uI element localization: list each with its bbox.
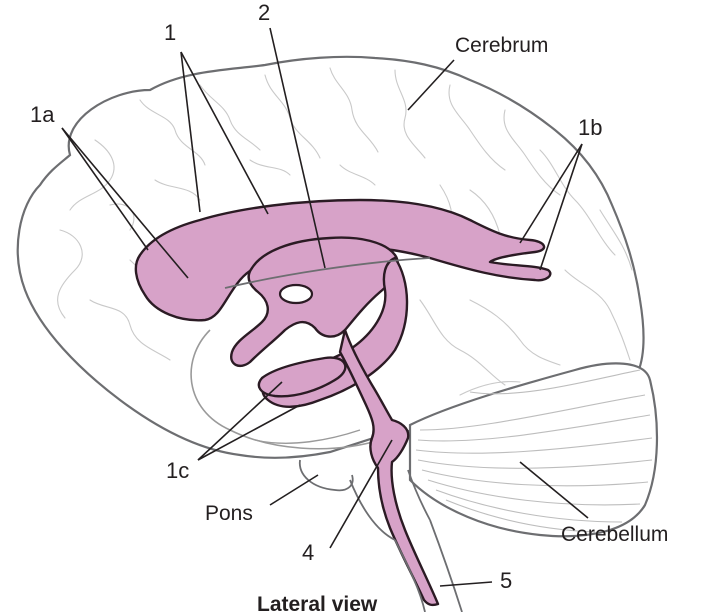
label-pons: Pons	[205, 502, 253, 525]
leader-pons	[270, 475, 318, 505]
label-cerebrum: Cerebrum	[455, 34, 548, 57]
interthalamic-adhesion	[280, 285, 312, 303]
label-5: 5	[500, 568, 512, 593]
label-1: 1	[164, 20, 176, 45]
label-1a: 1a	[30, 102, 55, 127]
label-cerebellum: Cerebellum	[561, 523, 668, 546]
pons-outline	[300, 460, 353, 490]
label-2: 2	[258, 0, 270, 25]
leader-5	[440, 582, 492, 586]
view-caption: Lateral view	[257, 593, 378, 612]
label-1b: 1b	[578, 115, 602, 140]
label-4: 4	[302, 540, 314, 565]
label-1c: 1c	[166, 458, 189, 483]
